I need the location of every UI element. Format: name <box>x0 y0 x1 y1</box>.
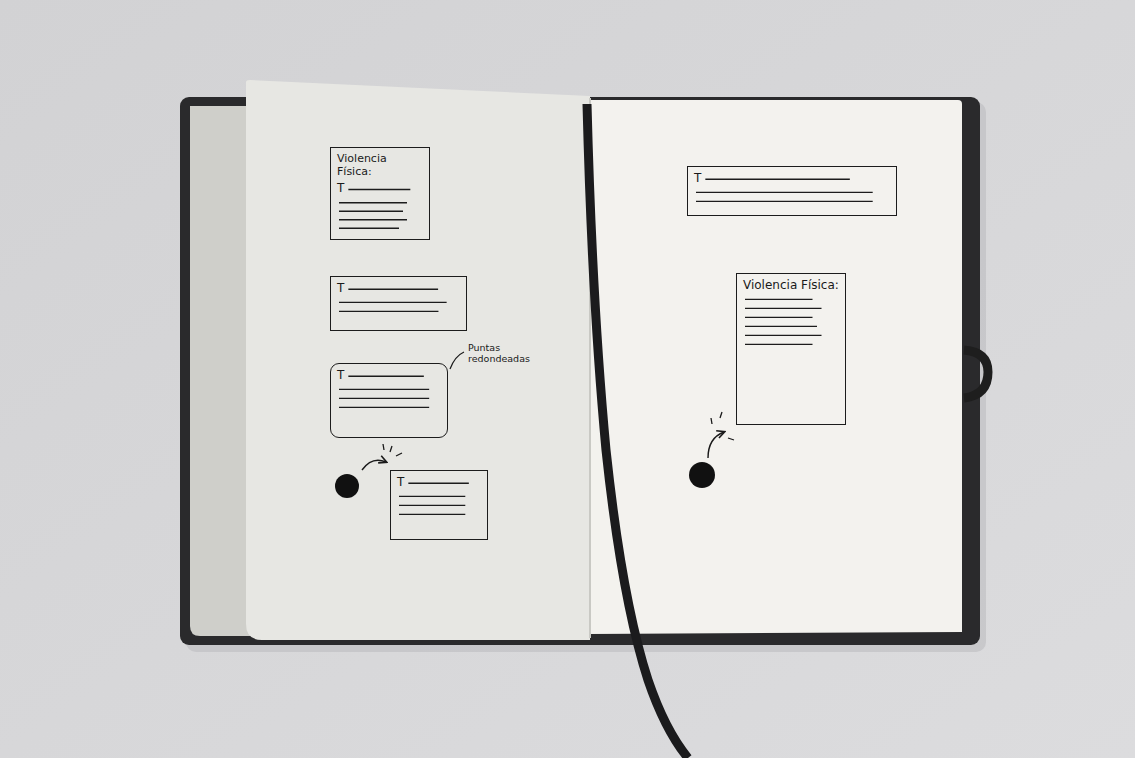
text-placeholder-line <box>399 505 465 506</box>
text-placeholder-line <box>348 189 410 190</box>
sketch-lines <box>688 167 898 217</box>
wireframe-box: Violencia Física: T <box>330 147 430 240</box>
sketch-lines <box>737 274 847 426</box>
dot-symbol <box>335 474 359 498</box>
text-placeholder-line <box>339 219 407 220</box>
sketch-lines <box>331 364 449 439</box>
text-placeholder-line <box>745 299 813 300</box>
left-page <box>246 80 590 640</box>
dot-symbol <box>689 462 715 488</box>
text-placeholder-line <box>745 317 813 318</box>
text-placeholder-line <box>705 178 849 179</box>
annotation-note: Puntas redondeadas <box>468 343 538 365</box>
elastic-band <box>964 350 988 398</box>
text-placeholder-line <box>696 201 873 202</box>
text-placeholder-line <box>399 496 465 497</box>
text-placeholder-line <box>348 375 423 376</box>
wireframe-box: T <box>687 166 897 216</box>
wireframe-box: T <box>390 470 488 540</box>
sketch-lines <box>331 277 468 332</box>
text-placeholder-line <box>339 389 429 390</box>
text-placeholder-line <box>339 228 399 229</box>
title-mark: T <box>397 475 404 489</box>
text-placeholder-line <box>399 514 465 515</box>
text-placeholder-line <box>348 288 438 289</box>
spark-marks <box>383 444 402 456</box>
box-heading: Violencia Física: <box>337 152 423 178</box>
text-placeholder-line <box>745 326 817 327</box>
text-placeholder-line <box>339 407 429 408</box>
text-placeholder-line <box>339 211 403 212</box>
right-page <box>590 100 962 634</box>
text-placeholder-line <box>339 311 438 312</box>
text-placeholder-line <box>339 302 447 303</box>
leader-line <box>450 352 464 369</box>
text-placeholder-line <box>696 192 873 193</box>
text-placeholder-line <box>339 398 429 399</box>
wireframe-box: T <box>330 363 448 438</box>
title-mark: T <box>337 181 344 195</box>
text-placeholder-line <box>745 344 813 345</box>
title-mark: T <box>337 368 344 382</box>
title-mark: T <box>337 281 344 295</box>
gesture-arrow <box>708 432 724 458</box>
wireframe-box: T <box>330 276 467 331</box>
text-placeholder-line <box>745 308 822 309</box>
wireframe-box: Violencia Física: <box>736 273 846 425</box>
text-placeholder-line <box>745 335 822 336</box>
spark-marks <box>711 412 734 440</box>
title-mark: Violencia Física: <box>743 278 839 292</box>
ribbon-bookmark <box>587 104 688 758</box>
text-placeholder-line <box>339 202 407 203</box>
sketch-lines <box>391 471 489 541</box>
text-placeholder-line <box>408 482 468 483</box>
title-mark: T <box>694 171 701 185</box>
gesture-arrow <box>362 460 386 470</box>
